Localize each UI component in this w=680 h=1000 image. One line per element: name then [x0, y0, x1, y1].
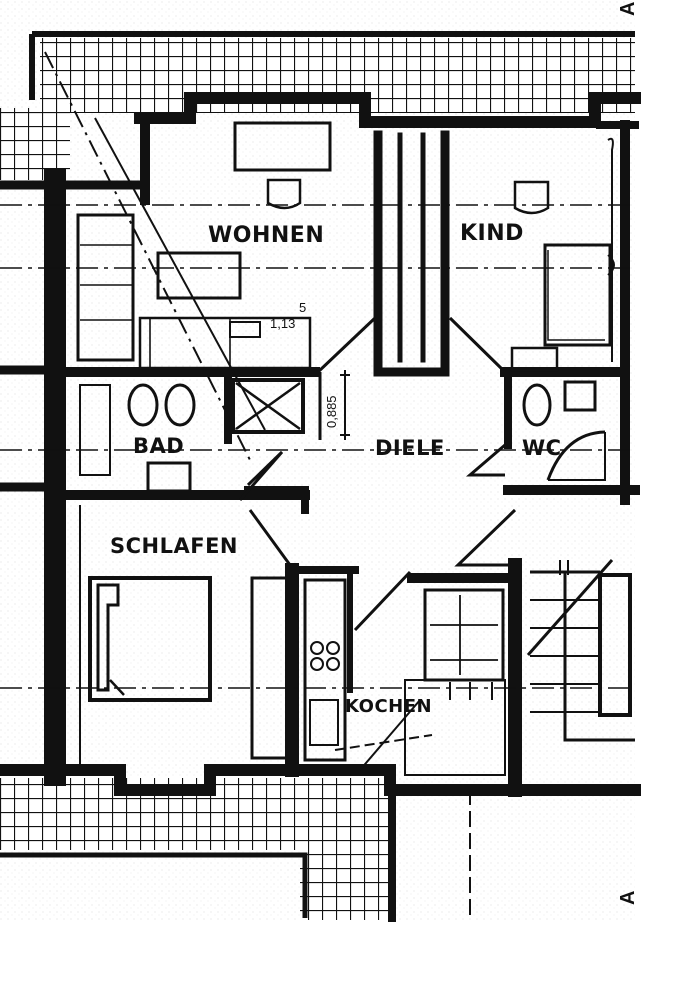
room-label-wohnen: WOHNEN [208, 223, 324, 248]
balcony-top [0, 31, 635, 113]
schlafen-furniture [79, 505, 292, 765]
room-label-wc: WC [522, 436, 562, 460]
door-height-label: 0,885 [324, 395, 339, 428]
shaft [231, 378, 305, 434]
room-label-diele: DIELE [375, 436, 445, 460]
room-label-schlafen: SCHLAFEN [110, 534, 238, 558]
section-mark-bottom: A [617, 891, 639, 905]
window-height-superscript: 5 [299, 300, 306, 315]
staircase [526, 559, 635, 742]
axis-lines [0, 204, 635, 689]
wc-furniture [522, 380, 606, 481]
wohnen-furniture [76, 121, 332, 370]
roof-lines [44, 51, 433, 771]
window-height-label: 1,13 [270, 316, 295, 331]
room-label-bad: BAD [133, 434, 184, 458]
room-label-kochen: KOCHEN [345, 696, 432, 717]
room-label-kind: KIND [460, 221, 524, 246]
kochen-furniture [303, 578, 506, 776]
diele-outline [238, 316, 517, 632]
dimension-marks [268, 317, 350, 440]
section-mark-top: A [617, 2, 639, 16]
balcony-left [0, 108, 70, 180]
walls [0, 92, 641, 922]
kind-furniture [510, 137, 615, 372]
bad-furniture [79, 383, 196, 493]
